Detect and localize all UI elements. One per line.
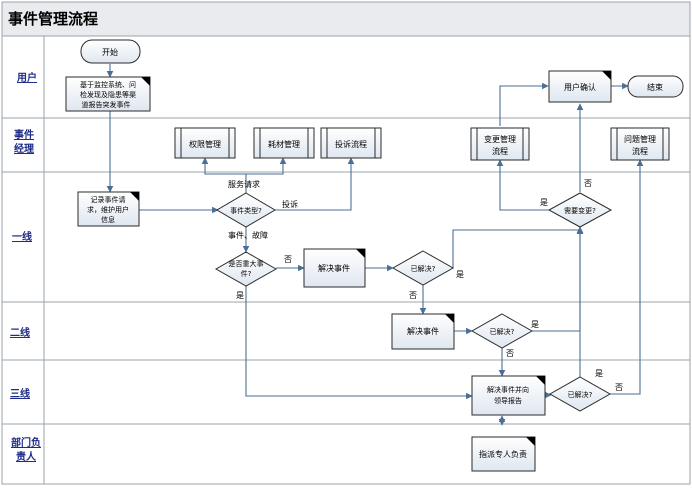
arrow-type-complaint xyxy=(275,157,355,211)
edge-labels: 服务请求 投诉 事件、故障 否 是 是 否 是 否 是 否 是 否 xyxy=(228,179,623,392)
label-resolved2-yes: 是 xyxy=(531,320,539,329)
svg-text:耗材管理: 耗材管理 xyxy=(268,139,300,149)
svg-text:权限管理: 权限管理 xyxy=(189,139,221,149)
svg-text:求，维护用户: 求，维护用户 xyxy=(87,205,129,214)
svg-text:解决事件: 解决事件 xyxy=(407,326,439,336)
svg-text:流程: 流程 xyxy=(632,146,648,156)
node-report-event: 基于监控系统、问 检发现及隐患等渠 道报告突发事件 xyxy=(65,76,151,112)
connectors xyxy=(106,64,644,426)
node-complaint-process: 投诉流程 xyxy=(320,127,382,159)
node-resolved-decision-tier2: 已解决? xyxy=(470,313,534,349)
node-consumable-management: 耗材管理 xyxy=(253,127,315,159)
svg-text:已解决?: 已解决? xyxy=(411,264,436,273)
label-resolved1-no: 否 xyxy=(409,291,417,300)
label-complaint: 投诉 xyxy=(282,199,298,209)
label-resolved2-no: 否 xyxy=(506,349,514,358)
arrow-resolved3-problem xyxy=(610,159,644,395)
node-user-confirm: 用户确认 xyxy=(548,70,612,103)
node-record-event: 记录事件请 求，维护用户 信息 xyxy=(77,191,140,227)
node-resolved-decision-tier3: 已解决? xyxy=(548,376,612,412)
arrow-change-changeflow xyxy=(496,159,550,211)
node-start: 开始 xyxy=(80,39,141,64)
label-resolved3-yes: 是 xyxy=(595,369,603,378)
label-major-yes: 是 xyxy=(236,291,244,300)
svg-text:用户确认: 用户确认 xyxy=(564,82,596,92)
svg-text:道报告突发事件: 道报告突发事件 xyxy=(82,100,131,109)
lane-label-tier2: 二线 xyxy=(10,326,30,339)
svg-text:开始: 开始 xyxy=(102,47,118,57)
arrow-changeflow-confirm xyxy=(499,82,549,126)
label-change-yes: 是 xyxy=(540,198,548,207)
lane-label-tier3: 三线 xyxy=(10,387,30,400)
svg-text:流程: 流程 xyxy=(492,146,508,156)
label-service-request: 服务请求 xyxy=(228,179,260,189)
node-resolved-decision-tier1: 已解决? xyxy=(391,250,455,286)
diagram-title: 事件管理流程 xyxy=(8,10,98,28)
svg-text:结束: 结束 xyxy=(647,82,663,92)
svg-text:投诉流程: 投诉流程 xyxy=(335,139,367,149)
svg-text:基于监控系统、问: 基于监控系统、问 xyxy=(80,80,136,89)
svg-text:指派专人负责: 指派专人负责 xyxy=(479,449,527,459)
svg-text:已解决?: 已解决? xyxy=(568,390,593,399)
svg-text:件?: 件? xyxy=(241,269,252,278)
lane-label-event-manager-2: 经理 xyxy=(14,142,34,155)
node-assign-owner: 指派专人负责 xyxy=(471,436,536,472)
node-problem-management-process: 问题管理 流程 xyxy=(610,127,670,161)
lane-label-dept-head-1: 部门负 xyxy=(11,436,41,449)
label-major-no: 否 xyxy=(284,255,292,264)
svg-text:需要变更?: 需要变更? xyxy=(564,206,596,215)
node-resolve-event-tier1: 解决事件 xyxy=(303,248,366,288)
svg-text:解决事件并向: 解决事件并向 xyxy=(487,385,529,394)
label-change-no: 否 xyxy=(584,179,592,188)
node-is-major-decision: 是否重大事 件? xyxy=(214,251,278,287)
lane-label-user: 用户 xyxy=(16,71,37,84)
node-end: 结束 xyxy=(627,75,684,98)
node-resolve-and-report: 解决事件并向 领导报告 xyxy=(471,375,546,416)
svg-text:事件类型?: 事件类型? xyxy=(230,206,262,215)
label-incident-fault: 事件、故障 xyxy=(228,230,268,240)
swimlanes: 用户 事件 经理 一线 二线 三线 部门负 责人 xyxy=(2,36,690,484)
label-resolved3-no: 否 xyxy=(615,383,623,392)
label-resolved1-yes: 是 xyxy=(456,270,464,279)
svg-text:解决事件: 解决事件 xyxy=(318,263,350,273)
node-need-change-decision: 需要变更? xyxy=(547,192,613,228)
node-change-management-process: 变更管理 流程 xyxy=(470,127,530,161)
svg-text:变更管理: 变更管理 xyxy=(484,134,516,144)
svg-text:记录事件请: 记录事件请 xyxy=(91,195,126,204)
node-event-type-decision: 事件类型? xyxy=(216,192,276,228)
arrow-type-perm xyxy=(201,157,247,193)
lane-label-tier1: 一线 xyxy=(12,230,32,243)
node-permission-management: 权限管理 xyxy=(174,127,236,159)
svg-text:检发现及隐患等渠: 检发现及隐患等渠 xyxy=(80,90,136,99)
arrow-type-consumable xyxy=(246,157,287,175)
lane-label-event-manager-1: 事件 xyxy=(14,128,34,141)
svg-text:领导报告: 领导报告 xyxy=(494,396,522,405)
node-resolve-event-tier2: 解决事件 xyxy=(391,313,455,350)
svg-text:问题管理: 问题管理 xyxy=(624,134,656,144)
svg-text:信息: 信息 xyxy=(101,215,115,224)
svg-text:是否重大事: 是否重大事 xyxy=(229,259,264,268)
arrow-major-resolve3 xyxy=(245,286,473,400)
title-bar xyxy=(1,1,691,37)
lane-label-dept-head-2: 责人 xyxy=(16,450,37,463)
svg-text:已解决?: 已解决? xyxy=(490,327,515,336)
